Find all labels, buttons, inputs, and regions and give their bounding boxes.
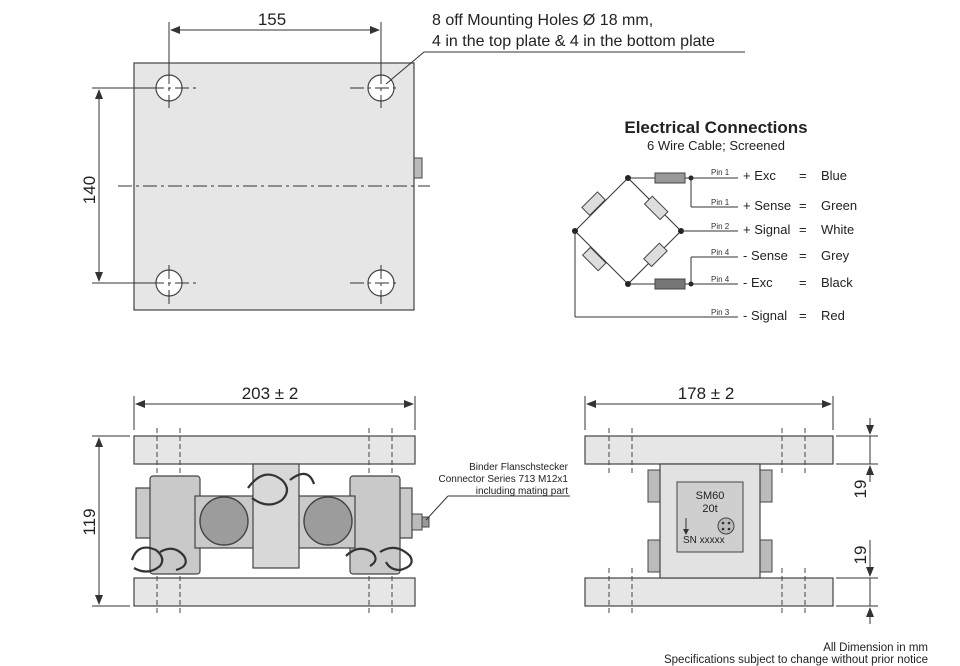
pin-row: Pin 1 + Exc = Blue — [711, 168, 847, 183]
mounting-hole — [150, 70, 200, 108]
connector-note-line1: Binder Flanschstecker — [469, 462, 569, 473]
connector-stub — [413, 157, 423, 179]
mounting-holes-note-line2: 4 in the top plate & 4 in the bottom pla… — [432, 33, 715, 50]
equals-sign: = — [799, 275, 807, 290]
wire-color: White — [821, 222, 854, 237]
equals-sign: = — [799, 168, 807, 183]
footer-units: All Dimension in mm — [823, 642, 928, 654]
center-link — [252, 463, 300, 569]
wire-color: Blue — [821, 168, 847, 183]
connector-face-icon — [717, 517, 735, 535]
equals-sign: = — [799, 198, 807, 213]
front-width-dimension: 203 ± 2 — [242, 384, 299, 403]
pin-label: Pin 1 — [711, 198, 730, 207]
equals-sign: = — [799, 248, 807, 263]
signal-label: - Sense — [743, 248, 788, 263]
pin-row: Pin 3 - Signal = Red — [711, 308, 845, 323]
signal-label: + Signal — [743, 222, 790, 237]
electrical-title: Electrical Connections — [624, 118, 807, 137]
connector-note-line2: Connector Series 713 M12x1 — [438, 474, 568, 485]
wire-color: Black — [821, 275, 853, 290]
pin-label: Pin 1 — [711, 168, 730, 177]
pin-label: Pin 4 — [711, 248, 730, 257]
mounting-hole — [150, 265, 200, 304]
capacity-label: 20t — [702, 503, 717, 515]
side-bottom-plate — [584, 577, 834, 607]
label-plate — [676, 481, 744, 553]
pin-label: Pin 4 — [711, 275, 730, 284]
footer-disclaimer: Specifications subject to change without… — [664, 654, 928, 666]
pin-label: Pin 2 — [711, 222, 730, 231]
electrical-subtitle: 6 Wire Cable; Screened — [647, 138, 785, 153]
top-plate-thickness: 19 — [851, 480, 870, 499]
pin-row: Pin 4 - Sense = Grey — [711, 248, 850, 263]
side-top-plate — [584, 435, 834, 465]
side-width-dimension: 178 ± 2 — [678, 384, 735, 403]
front-view: 203 ± 2 119 Binder Flanschstecker Connec… — [80, 384, 570, 614]
serial-label: SN xxxxx — [683, 535, 725, 546]
wire-color: Green — [821, 198, 857, 213]
pin-row: Pin 2 + Signal = White — [711, 222, 854, 237]
mounting-hole — [350, 70, 400, 108]
pin-row: Pin 4 - Exc = Black — [711, 275, 853, 290]
top-view: 155 140 8 off Mounting Holes Ø 18 mm, 4 … — [80, 10, 745, 311]
equals-sign: = — [799, 222, 807, 237]
retaining-clip — [130, 472, 413, 573]
side-view: SM60 20t SN xxxxx 178 ± 2 19 19 — [584, 384, 878, 624]
top-width-dimension: 155 — [258, 10, 286, 29]
electrical-connections: Electrical Connections 6 Wire Cable; Scr… — [572, 118, 857, 323]
equals-sign: = — [799, 308, 807, 323]
signal-label: + Exc — [743, 168, 776, 183]
mounting-holes-note-line1: 8 off Mounting Holes Ø 18 mm, — [432, 12, 653, 29]
wire-color: Red — [821, 308, 845, 323]
front-top-plate — [133, 435, 416, 465]
m12-connector — [411, 513, 423, 531]
wheatstone-bridge — [572, 172, 738, 318]
connector-note-line3: including mating part — [476, 486, 568, 497]
signal-label: - Signal — [743, 308, 787, 323]
top-height-dimension: 140 — [80, 176, 99, 204]
signal-label: + Sense — [743, 198, 791, 213]
bottom-plate-thickness: 19 — [851, 546, 870, 565]
bearing-block — [149, 475, 201, 575]
front-bottom-plate — [133, 577, 416, 607]
pin-row: Pin 1 + Sense = Green — [711, 198, 857, 213]
wire-color: Grey — [821, 248, 850, 263]
model-label: SM60 — [696, 490, 725, 502]
pin-label: Pin 3 — [711, 308, 730, 317]
signal-label: - Exc — [743, 275, 773, 290]
mounting-hole — [350, 265, 400, 304]
front-height-dimension: 119 — [80, 508, 99, 535]
